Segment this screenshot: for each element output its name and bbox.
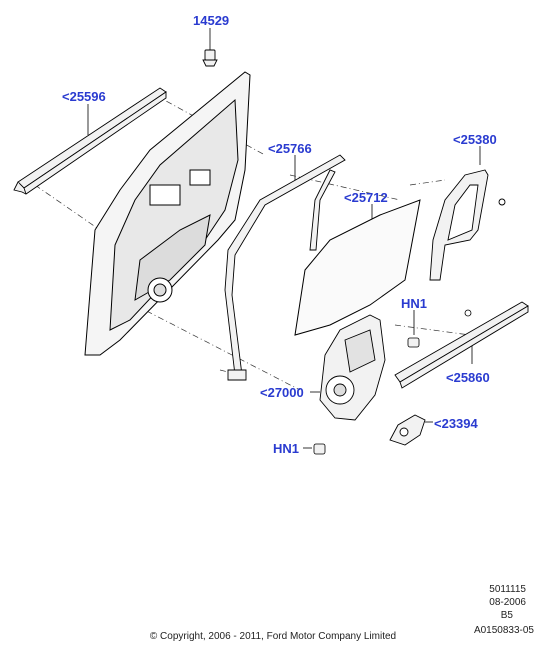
date-code: 08-2006 (489, 597, 526, 608)
weatherstrip-25596 (13, 87, 167, 195)
ref-number: 5011115 (489, 584, 526, 595)
callout-25860[interactable]: <25860 (446, 370, 490, 385)
nut-hn1-lower (313, 443, 326, 455)
callout-25596[interactable]: <25596 (62, 89, 106, 104)
callout-hn1-lower[interactable]: HN1 (273, 441, 300, 456)
callout-14529[interactable]: 14529 (193, 13, 230, 28)
door-shell (84, 71, 251, 356)
clip-14529 (202, 49, 218, 67)
door-glass-25712 (294, 199, 421, 336)
callout-23394[interactable]: <23394 (434, 416, 478, 431)
copyright-notice: © Copyright, 2006 - 2011, Ford Motor Com… (149, 631, 397, 642)
nut-hn1-upper (407, 309, 472, 348)
regulator-motor-23394 (389, 414, 426, 446)
callout-25380[interactable]: <25380 (453, 132, 497, 147)
version-code: B5 (500, 610, 513, 621)
outer-weatherstrip-25860 (394, 301, 529, 389)
callout-27000[interactable]: <27000 (260, 385, 304, 400)
glass-run-channel-25766 (224, 154, 346, 381)
leader-lines (87, 28, 481, 449)
callout-25712[interactable]: <25712 (344, 190, 388, 205)
illustration-id: A0150833-05 (473, 625, 534, 636)
quarter-frame-25380 (429, 169, 506, 281)
callout-25766[interactable]: <25766 (268, 141, 312, 156)
callout-hn1-upper[interactable]: HN1 (401, 296, 428, 311)
window-regulator-27000 (319, 314, 386, 421)
